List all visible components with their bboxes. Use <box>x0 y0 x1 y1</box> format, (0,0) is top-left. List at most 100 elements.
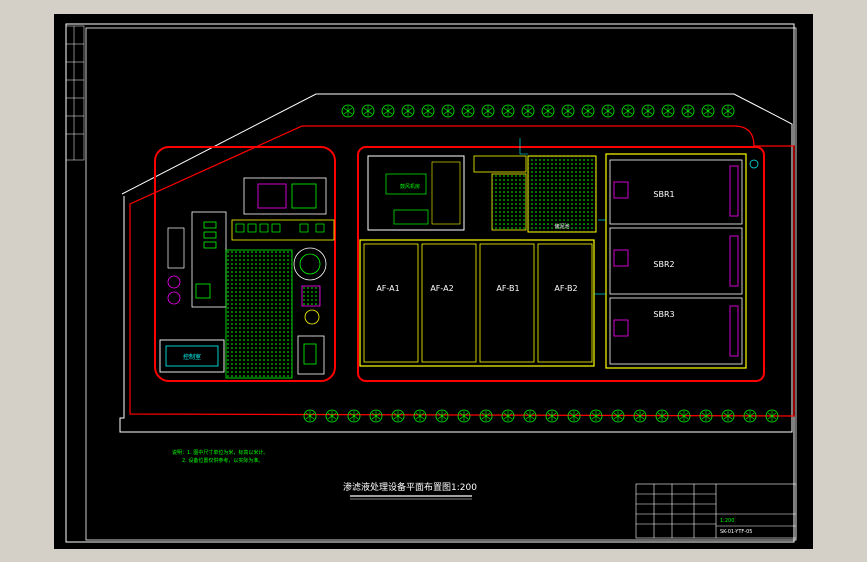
tank-sbr1: SBR1 <box>653 190 674 199</box>
tree-symbol <box>721 409 735 423</box>
tree-symbol <box>361 104 375 118</box>
drawing-note-1: 说明：1. 图中尺寸单位为米，标高以米计。 <box>172 449 268 456</box>
title-block <box>635 483 797 539</box>
tree-symbol-lines <box>603 106 613 116</box>
left-compound <box>154 146 336 382</box>
tree-symbol <box>401 104 415 118</box>
tree-symbol <box>461 104 475 118</box>
tree-symbol <box>641 104 655 118</box>
instrument-rack <box>167 227 185 269</box>
tree-symbol-lines <box>623 106 633 116</box>
tree-symbol-lines <box>327 411 337 421</box>
tree-symbol <box>381 104 395 118</box>
tree-symbol <box>743 409 757 423</box>
tree-symbol-lines <box>415 411 425 421</box>
tree-symbol-lines <box>657 411 667 421</box>
title-block-drawing-no: SK-01-YTF-05 <box>720 529 752 535</box>
pump-pit <box>473 155 527 173</box>
tree-symbol <box>581 104 595 118</box>
drawing-title: 渗滤液处理设备平面布置图1:200 <box>343 481 477 493</box>
right-compound <box>357 146 765 382</box>
building-equip-1 <box>385 173 427 195</box>
af-tank-walls <box>363 243 593 363</box>
equipment-cabinet-2 <box>291 183 317 209</box>
tree-symbol-lines <box>663 106 673 116</box>
tree-symbol-lines <box>591 411 601 421</box>
sludge-dry-bed <box>225 249 293 379</box>
sbr-decanters <box>613 165 739 357</box>
site-outline <box>119 93 793 433</box>
tree-symbol-lines <box>403 106 413 116</box>
sludge-thickener-inner <box>299 253 321 275</box>
tree-symbol <box>347 409 361 423</box>
dosing-unit-inner <box>303 343 317 365</box>
tree-symbol <box>521 104 535 118</box>
blower-room-label: 鼓风机房 <box>400 183 420 190</box>
sludge-tank <box>527 155 597 233</box>
title-block-scale: 1:200 <box>720 518 734 524</box>
tree-symbol-lines <box>523 106 533 116</box>
tree-symbol-lines <box>363 106 373 116</box>
sbr-tank-group <box>605 153 747 369</box>
control-panel-units <box>195 221 217 299</box>
tree-symbol-lines <box>463 106 473 116</box>
outlet-valve <box>749 159 759 169</box>
tree-symbol-lines <box>483 106 493 116</box>
sludge-thickener <box>293 247 327 281</box>
control-room-box <box>159 339 225 373</box>
tree-symbol-lines <box>371 411 381 421</box>
tree-symbol-lines <box>393 411 403 421</box>
tree-symbol <box>303 409 317 423</box>
tree-symbol-lines <box>723 411 733 421</box>
tree-symbol-lines <box>563 106 573 116</box>
pipes <box>519 138 606 295</box>
tree-symbol-lines <box>683 106 693 116</box>
blower-row <box>231 219 335 241</box>
inner-frame <box>85 27 797 541</box>
tree-symbol <box>699 409 713 423</box>
tree-symbol <box>541 104 555 118</box>
drawing-note-2: 2. 设备位置仅供参考，以实际为准。 <box>182 457 263 464</box>
tree-symbol-lines <box>643 106 653 116</box>
tree-symbol-lines <box>635 411 645 421</box>
tree-symbol <box>481 104 495 118</box>
tree-symbol <box>765 409 779 423</box>
tree-symbol-lines <box>613 411 623 421</box>
control-room-label: 控制室 <box>183 353 201 361</box>
blower-units <box>235 223 325 233</box>
sludge-tank-side <box>491 173 527 231</box>
tree-symbol <box>391 409 405 423</box>
tree-symbol-lines <box>459 411 469 421</box>
tank-sbr2: SBR2 <box>653 260 674 269</box>
tree-symbol <box>501 104 515 118</box>
tree-symbol-lines <box>423 106 433 116</box>
tree-symbol-lines <box>723 106 733 116</box>
tree-symbol <box>567 409 581 423</box>
tree-symbol-lines <box>343 106 353 116</box>
tree-symbol-lines <box>349 411 359 421</box>
tree-symbol-lines <box>583 106 593 116</box>
revision-block <box>65 25 85 161</box>
valve-2 <box>167 291 181 305</box>
red-boundary <box>129 125 795 417</box>
tree-symbol-lines <box>679 411 689 421</box>
equipment-cabinet <box>257 183 287 209</box>
tree-symbol-lines <box>569 411 579 421</box>
tree-symbol <box>561 104 575 118</box>
tank-af-b2: AF-B2 <box>554 284 577 293</box>
tank-af-a2: AF-A2 <box>430 284 453 293</box>
tree-symbol-lines <box>703 106 713 116</box>
drawing-sheet: 控制室 鼓风机房 储泥池 AF-A1 AF-A2 AF-B1 AF-B2 SBR… <box>54 14 813 549</box>
tree-symbol <box>701 104 715 118</box>
tree-symbol <box>523 409 537 423</box>
building-equip-2 <box>393 209 429 225</box>
valve-1 <box>167 275 181 289</box>
tree-symbol-lines <box>547 411 557 421</box>
building-office <box>243 177 327 215</box>
tree-row-bottom <box>303 409 779 423</box>
tree-symbol-lines <box>383 106 393 116</box>
af-tank-group <box>359 239 595 367</box>
tree-symbol <box>501 409 515 423</box>
site-plan: 控制室 鼓风机房 储泥池 AF-A1 AF-A2 AF-B1 AF-B2 SBR… <box>65 23 797 543</box>
storage-tank <box>304 309 320 325</box>
